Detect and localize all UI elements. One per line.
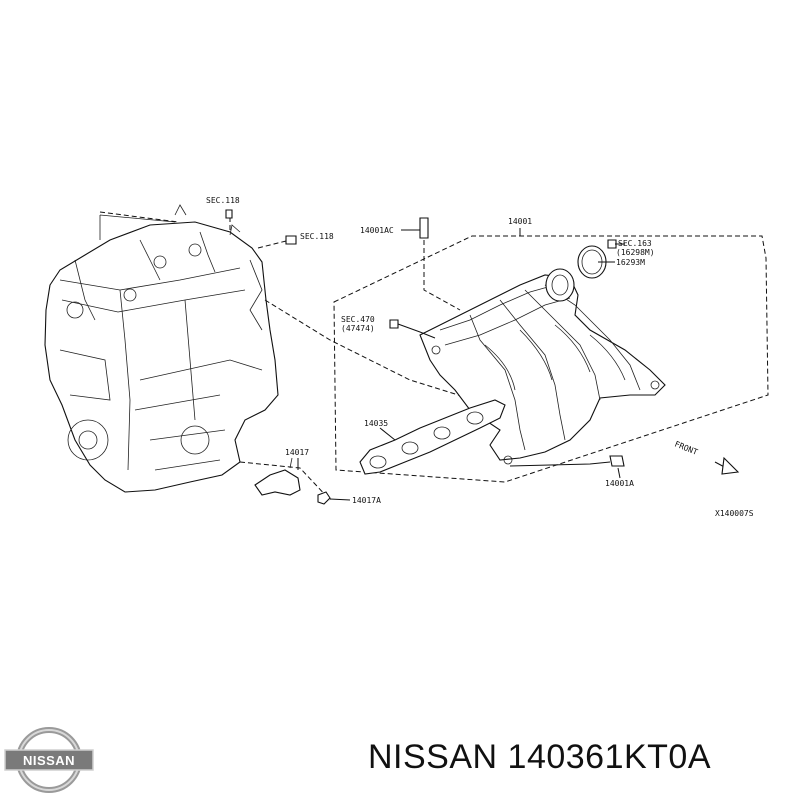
drawing-code: X140007S (715, 509, 754, 518)
label-14035: 14035 (364, 419, 388, 428)
label-14017: 14017 (285, 448, 309, 457)
label-sec118-right: SEC.118 (300, 232, 334, 241)
label-14001ac: 14001AC (360, 226, 394, 235)
bolts (225, 209, 625, 467)
label-leaders (297, 228, 625, 501)
label-14017a: 14017A (352, 496, 381, 505)
nissan-logo-text: NISSAN (23, 753, 75, 768)
label-16293m: 16293M (616, 258, 645, 267)
label-47474: (47474) (341, 324, 375, 333)
nissan-logo: NISSAN (4, 727, 94, 793)
part-number-caption: NISSAN 140361KT0A (368, 738, 712, 776)
front-arrow (714, 456, 740, 475)
label-sec163: SEC.163 (618, 239, 652, 248)
manifold-gasket-14035 (359, 399, 506, 475)
label-16298m: (16298M) (616, 248, 655, 257)
engine-block (44, 204, 279, 493)
bracket-14017 (254, 457, 331, 505)
label-sec470: SEC.470 (341, 315, 375, 324)
label-14001: 14001 (508, 217, 532, 226)
label-front: FRONT (673, 440, 699, 457)
label-14001a: 14001A (605, 479, 634, 488)
label-sec118-top: SEC.118 (206, 196, 240, 205)
engine-leaders (99, 211, 469, 501)
